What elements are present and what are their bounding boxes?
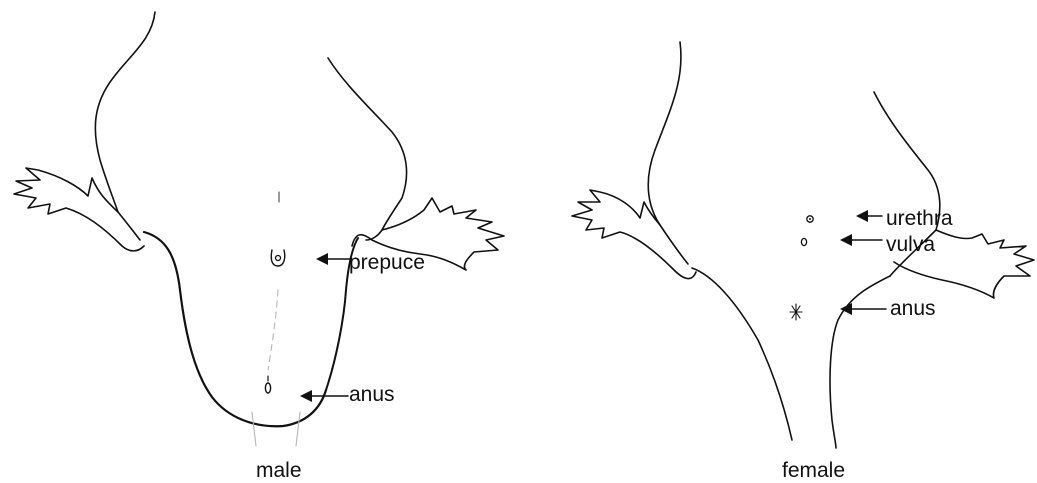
female-right-foot-inner	[889, 229, 937, 277]
male-right-body-contour	[327, 57, 408, 231]
female-anus-arrow	[840, 303, 887, 315]
male-right-foot	[351, 197, 505, 271]
male-figure	[13, 11, 505, 447]
male-caption: male	[256, 459, 302, 482]
female-figure	[571, 41, 1035, 449]
female-left-foot	[571, 189, 697, 280]
female-right-body-contour	[873, 91, 941, 231]
male-anus-mark	[264, 382, 272, 394]
male-left-body-contour	[94, 11, 156, 213]
male-left-foot-inner	[117, 211, 141, 241]
male-belly-left	[142, 230, 328, 428]
male-right-foot-inner	[365, 229, 383, 241]
female-urethra-label: urethra	[886, 207, 953, 230]
male-anus-label: anus	[349, 383, 395, 406]
male-belly-right	[325, 237, 359, 391]
female-urethra-mark	[806, 215, 814, 223]
female-urethra-arrow	[856, 210, 883, 222]
female-anus-mark	[789, 303, 803, 321]
female-left-flank	[691, 267, 793, 441]
male-prepuce-opening	[274, 254, 282, 262]
female-caption: female	[782, 459, 846, 482]
female-left-foot-inner	[659, 224, 689, 265]
male-tail-stub	[251, 411, 301, 447]
male-prepuce-arrow	[316, 253, 353, 265]
male-midline	[267, 289, 279, 371]
female-vulva-arrow	[840, 234, 883, 246]
male-prepuce-label: prepuce	[349, 251, 425, 274]
female-urethra-dot	[809, 218, 811, 220]
female-left-body-contour	[647, 41, 682, 226]
female-vulva-label: vulva	[886, 233, 936, 256]
female-right-foot	[893, 229, 1035, 299]
female-anus-label: anus	[890, 297, 936, 320]
female-right-flank	[829, 275, 891, 449]
female-vulva-mark	[800, 237, 808, 247]
male-anus-arrow	[300, 390, 349, 402]
male-left-foot	[13, 167, 145, 252]
male-prepuce-mark	[270, 249, 286, 267]
